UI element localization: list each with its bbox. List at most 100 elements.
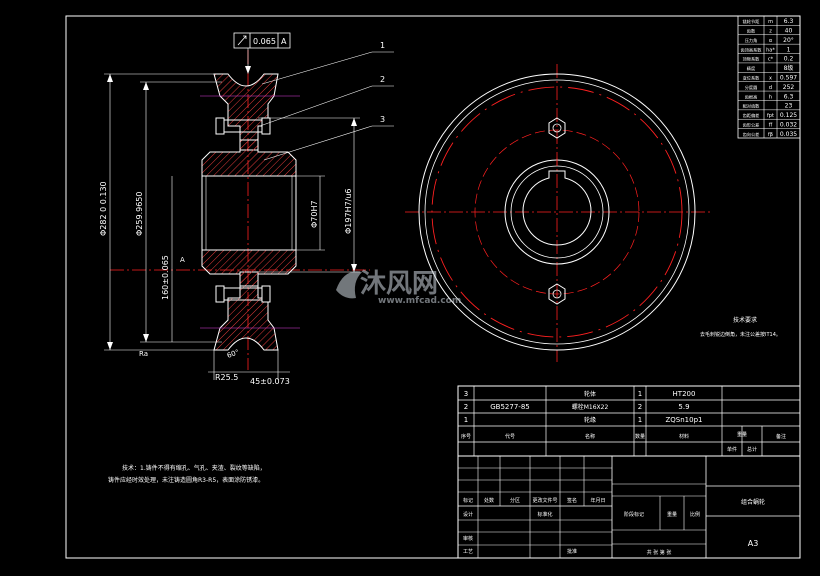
arrow-fit-top: [351, 118, 357, 126]
left-note-line-1: 技术：1.铸件不得有缩孔、气孔、夹渣、裂纹等缺陷，: [122, 464, 266, 472]
section-view: Φ282 0 0.130 Φ259.9650 160±0.065 Φ70H7 Φ…: [99, 32, 394, 386]
param-symbol: fpt: [767, 113, 774, 119]
param-symbol: d: [769, 85, 772, 91]
param-name: 齿距偏差: [743, 112, 760, 119]
bom-header-note: 备注: [776, 433, 786, 440]
runout-icon: [237, 35, 247, 46]
tb-approve: 批准: [567, 548, 577, 555]
leader-2: [259, 85, 373, 127]
param-symbol: ff: [769, 122, 773, 128]
param-name: 顶隙系数: [743, 56, 761, 63]
tb-stage-mark: 阶段标记: [624, 511, 644, 518]
bom-name: 轮体: [584, 390, 596, 398]
tolerance-value: 0.065: [253, 37, 276, 46]
tb-sheets: 共 张 第 张: [647, 549, 672, 556]
bolt-hex-bottom: [548, 283, 566, 305]
tb-weight: 重量: [667, 511, 677, 518]
dim-ra: Ra: [139, 350, 148, 358]
watermark-url: www.mfcad.com: [378, 296, 461, 306]
right-note-title: 技术要求: [733, 316, 757, 324]
bom-header-no: 序号: [461, 433, 471, 440]
param-name: 齿根高: [745, 93, 758, 100]
param-name: 齿形公差: [743, 121, 760, 128]
arrow-outer-bottom: [107, 342, 113, 350]
watermark-logo-icon: [336, 271, 362, 299]
right-note-body: 去毛刺锐边倒角，未注公差按IT14。: [700, 331, 781, 338]
watermark-brand: 沐风网: [360, 269, 438, 299]
param-value: 23: [785, 103, 793, 110]
bom-qty: 2: [638, 403, 642, 411]
param-symbol: z: [769, 29, 772, 35]
param-symbol: m: [768, 19, 773, 25]
param-name: 链轮节距: [743, 18, 760, 25]
param-name: 配对齿数: [743, 103, 761, 110]
param-symbol: h: [769, 94, 772, 100]
upper-bolt-head: [215, 117, 225, 135]
front-view: [405, 64, 710, 362]
pitch-circle: [431, 86, 683, 338]
bom-no: 3: [464, 390, 468, 398]
leader-3: [263, 125, 373, 161]
param-value: 20°: [783, 37, 794, 44]
bom-header-weight: 重量: [737, 431, 747, 438]
bom-material: ZQSn10p1: [666, 416, 703, 424]
param-symbol: α: [769, 38, 773, 44]
bom-qty: 1: [638, 416, 642, 424]
bom-qty: 1: [638, 390, 642, 398]
param-name: 齿顶高系数: [741, 46, 763, 53]
left-note-line-2: 铸件应经时效处理，未注铸造圆角R3-R5，表面涂防锈漆。: [108, 476, 264, 484]
bolt-hex-top: [548, 117, 566, 139]
bom-material: HT200: [673, 390, 696, 398]
dim-datum-left: A: [180, 256, 185, 264]
tolerance-frame: 0.065 A: [233, 32, 291, 74]
param-value: 8级: [784, 64, 794, 72]
bom-header-qty: 数量: [635, 433, 645, 440]
param-symbol: c*: [768, 57, 774, 63]
bom-header-unit: 单件: [727, 446, 737, 453]
tb-design: 设计: [463, 511, 473, 518]
upper-rim: [213, 73, 279, 151]
param-value: 0.032: [780, 121, 797, 128]
param-value: 1: [787, 46, 791, 53]
bom-header-total: 总计: [747, 446, 757, 453]
hub-lower: [201, 249, 297, 287]
dim-width: 45±0.073: [250, 377, 290, 386]
tb-change-doc: 更改文件号: [532, 497, 557, 504]
param-name: 齿向公差: [743, 131, 760, 138]
param-value: 40: [785, 28, 793, 35]
param-name: 变位系数: [743, 74, 761, 81]
tb-review: 审核: [463, 535, 473, 542]
tb-standardize: 标准化: [537, 511, 552, 518]
tb-zone: 分区: [510, 497, 520, 504]
dim-angle: 60°: [226, 348, 240, 360]
param-symbol: ha*: [766, 47, 775, 53]
arrow-root-bottom: [143, 334, 149, 342]
param-value: 0.035: [780, 131, 797, 138]
upper-bolt-nut: [261, 117, 271, 135]
arrow-root-top: [143, 82, 149, 90]
hub-upper: [201, 139, 297, 177]
dim-radius: R25.5: [215, 373, 238, 382]
bom-name: 轮缘: [584, 416, 596, 424]
tb-date: 年月日: [590, 497, 605, 504]
balloon-1: 1: [380, 41, 385, 50]
param-name: 压力角: [745, 37, 758, 44]
tip-circle: [424, 79, 690, 345]
dim-bore: Φ70H7: [310, 200, 319, 228]
tb-scale: 比例: [690, 511, 700, 518]
balloon-3: 3: [380, 115, 385, 124]
balloon-2: 2: [380, 75, 385, 84]
param-value: 0.2: [784, 56, 794, 63]
param-table: [737, 15, 801, 139]
tb-format: A3: [748, 539, 759, 548]
lower-bolt-nut: [261, 285, 271, 303]
lower-bolt-head: [215, 285, 225, 303]
param-value: 0.125: [780, 112, 797, 119]
bom-header-name: 名称: [585, 433, 595, 440]
tb-sign: 签名: [567, 497, 577, 504]
tb-count: 处数: [484, 497, 494, 504]
bom-header-code: 代号: [505, 433, 515, 440]
param-name: 齿数: [747, 28, 756, 35]
tolerance-datum: A: [281, 37, 287, 46]
